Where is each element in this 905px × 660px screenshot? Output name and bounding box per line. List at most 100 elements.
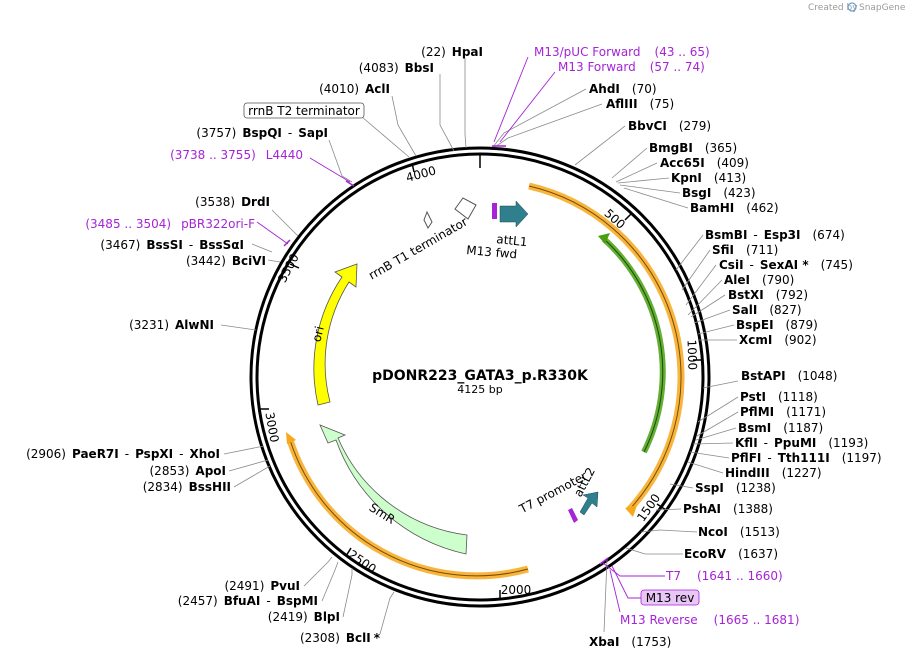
orf-band-left-core — [289, 439, 529, 577]
site-bstxi: BstXI(792) — [728, 288, 808, 302]
rrnb-t2-box — [243, 102, 365, 119]
primer-m13puc: M13/pUC Forward(43 .. 65) — [534, 45, 710, 59]
bcivi-leader — [267, 259, 281, 263]
tick-500-label: 500 — [601, 206, 627, 232]
alei-leader — [687, 279, 723, 316]
pbr322-leader — [256, 221, 289, 245]
blpi-leader — [342, 568, 353, 618]
hpai-leader — [464, 58, 467, 149]
snapgene-logo-icon — [847, 2, 857, 12]
ecorv-leader — [625, 547, 683, 555]
bfuai-leader — [321, 561, 339, 602]
site-hindiii: HindIII(1227) — [725, 466, 822, 480]
site-alei: AleI(790) — [724, 273, 794, 287]
pshai-leader — [655, 508, 682, 511]
xbai-leader — [603, 559, 608, 633]
tick-1500 — [656, 503, 667, 511]
m13fwd-label: M13 fwd — [466, 243, 518, 261]
site-blpi: (2419)BlpI — [268, 610, 340, 624]
site-bsmi: BsmI(1187) — [738, 421, 823, 435]
site-bcli: (2308)BclI* — [300, 631, 381, 645]
site-bsmbi: BsmBI-Esp3I(674) — [705, 228, 845, 242]
bsshii-leader — [233, 465, 271, 488]
smr-label: SmR — [367, 500, 398, 527]
site-psti: PstI(1118) — [740, 390, 818, 404]
primer-l4440: (3738 .. 3755)L4440 — [170, 148, 303, 162]
bcli-leader — [379, 591, 395, 635]
alwni-leader — [220, 324, 257, 331]
orf-band-right-core — [528, 185, 682, 511]
gene-band-head — [598, 233, 610, 244]
site-bamhi: BamHI(462) — [690, 201, 779, 215]
pflfi-leader — [689, 451, 730, 459]
m13-rev-label: M13 rev — [646, 591, 695, 605]
site-bsshii: (2834)BssHII — [143, 480, 231, 494]
site-xcmi: XcmI(902) — [739, 333, 817, 347]
attl1-arrow — [499, 200, 529, 228]
drdi-leader — [271, 209, 299, 237]
csii-leader — [685, 264, 717, 306]
attl1-label: attL1 — [496, 232, 528, 249]
m13puc-leader — [493, 56, 529, 143]
tick-2000-label: 2000 — [501, 583, 532, 597]
kpni-leader — [617, 177, 670, 184]
plasmid-name: pDONR223_GATA3_p.R330K — [372, 368, 589, 384]
site-bmgbi: BmgBI(365) — [649, 141, 737, 155]
l4440-leader — [309, 157, 351, 183]
site-bstapi: BstAPI(1048) — [741, 369, 837, 383]
site-pflmi: PflMI(1171) — [740, 405, 826, 419]
primer-t7: T7(1641 .. 1660) — [665, 569, 783, 583]
site-bcivi: (3442)BciVI — [186, 254, 266, 268]
tick-1000-label: 1000 — [684, 339, 699, 370]
site-alwni: (3231)AlwNI — [129, 318, 214, 332]
pflmi-leader — [696, 411, 739, 437]
psti-leader — [697, 396, 739, 423]
m13-fwd-site — [492, 203, 497, 219]
site-bbvci: BbvCI(279) — [628, 119, 711, 133]
smr-arrow — [319, 424, 468, 555]
tick-4000 — [411, 162, 415, 173]
ori-label: ori — [309, 325, 326, 344]
bsmi-leader — [695, 427, 737, 441]
site-ecorv: EcoRV(1637) — [684, 547, 778, 561]
primer-m13reverse: M13 Reverse(1665 .. 1681) — [620, 613, 799, 627]
bbvci-leader — [574, 125, 626, 166]
site-bsssi: (3467)BssSI-BssSαI — [100, 238, 244, 252]
sali-leader — [693, 309, 731, 324]
site-sfii: SfiI(711) — [712, 243, 778, 257]
primer-pbr322: (3485 .. 3504)pBR322ori-F — [85, 217, 255, 231]
sspi-leader — [669, 483, 694, 489]
tick-500 — [624, 212, 633, 221]
site-hpai: (22)HpaI — [421, 45, 483, 59]
site-apoi: (2853)ApoI — [150, 464, 227, 478]
l4440-primer-mark — [345, 180, 355, 187]
bsgi-leader — [619, 184, 681, 194]
site-kfli: KflI-PpuMI(1193) — [735, 436, 868, 450]
site-pflfi: PflFI-Tth111I(1197) — [731, 451, 882, 465]
site-pvui: (2491)PvuI — [224, 579, 300, 593]
gene-band-core — [603, 238, 664, 453]
m13rev-leader — [611, 565, 641, 599]
aflii-leader — [494, 103, 603, 148]
bsssi-leader — [251, 243, 273, 253]
backbone-outer — [249, 146, 711, 608]
bstxi-leader — [690, 294, 726, 318]
plasmid-size: 4125 bp — [457, 383, 502, 396]
site-bbsi: (4083)BbsI — [359, 61, 434, 75]
orf-band-left-head — [286, 432, 296, 444]
rrnb-t1-arrow — [454, 197, 477, 220]
tick-3000-label: 3000 — [262, 411, 281, 444]
orf-band-right-head — [625, 505, 637, 517]
credit-prefix: Created by — [808, 3, 858, 13]
rrnb-t2-label: rrnB T2 terminator — [248, 104, 360, 118]
bmgbi-leader — [611, 147, 648, 179]
ncoi-leader — [640, 529, 698, 533]
rrnb-t1-label: rrnB T1 terminator — [366, 215, 470, 283]
site-sali: SalI(827) — [732, 303, 802, 317]
bspei-leader — [697, 324, 735, 335]
rrnb-t2-arrow — [423, 210, 433, 229]
site-paer7i: (2906)PaeR7I-PspXI-XhoI — [26, 447, 220, 461]
site-csii: CsiI-SexAI *(745) — [719, 258, 853, 272]
